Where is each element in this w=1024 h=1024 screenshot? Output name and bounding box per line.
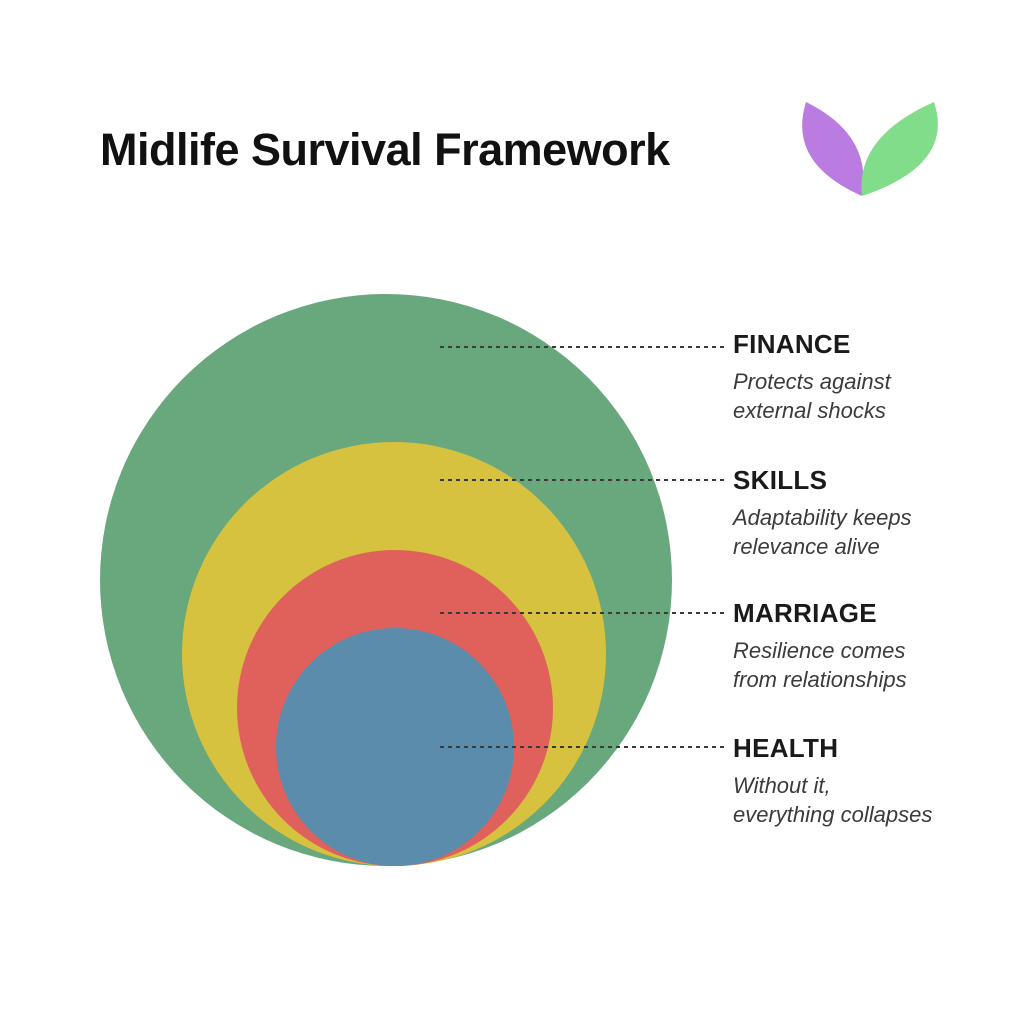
description-line: Protects against bbox=[733, 369, 891, 394]
description-line: Adaptability keeps bbox=[733, 505, 912, 530]
leader-line-finance bbox=[440, 346, 724, 348]
description-line: Resilience comes bbox=[733, 638, 906, 663]
label-group-health: HEALTH Without it, everything collapses bbox=[733, 734, 1003, 829]
label-group-skills: SKILLS Adaptability keeps relevance aliv… bbox=[733, 466, 1003, 561]
ring-description-health: Without it, everything collapses bbox=[733, 771, 1003, 829]
ring-label-health: HEALTH bbox=[733, 733, 839, 763]
ring-description-finance: Protects against external shocks bbox=[733, 367, 1003, 425]
description-line: from relationships bbox=[733, 667, 907, 692]
right-leaf-icon bbox=[861, 102, 938, 196]
ring-description-marriage: Resilience comes from relationships bbox=[733, 636, 1003, 694]
description-line: everything collapses bbox=[733, 802, 933, 827]
ring-label-marriage: MARRIAGE bbox=[733, 598, 877, 628]
left-leaf-icon bbox=[802, 102, 864, 196]
ring-label-skills: SKILLS bbox=[733, 465, 828, 495]
leader-line-health bbox=[440, 746, 724, 748]
two-leaf-logo-icon bbox=[802, 102, 938, 196]
brand-logo bbox=[799, 97, 943, 199]
ring-description-skills: Adaptability keeps relevance alive bbox=[733, 503, 1003, 561]
page-title: Midlife Survival Framework bbox=[100, 124, 670, 175]
label-group-finance: FINANCE Protects against external shocks bbox=[733, 330, 1003, 425]
description-line: relevance alive bbox=[733, 534, 880, 559]
leader-line-marriage bbox=[440, 612, 724, 614]
leader-line-skills bbox=[440, 479, 724, 481]
label-group-marriage: MARRIAGE Resilience comes from relations… bbox=[733, 599, 1003, 694]
description-line: Without it, bbox=[733, 773, 831, 798]
ring-label-finance: FINANCE bbox=[733, 329, 851, 359]
description-line: external shocks bbox=[733, 398, 886, 423]
